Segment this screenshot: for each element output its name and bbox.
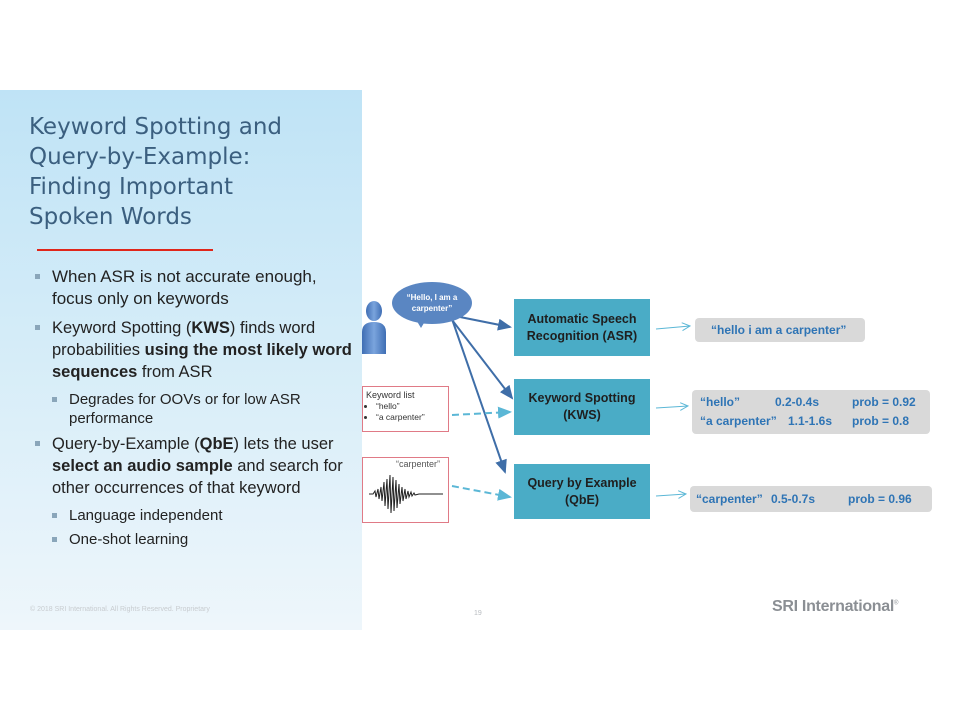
asr-output-box: “hello i am a carpenter” xyxy=(695,318,865,342)
waveform-icon xyxy=(369,474,443,514)
sri-logo: SRI International® xyxy=(772,598,898,616)
logo-text: SRI International xyxy=(772,598,895,615)
title-divider xyxy=(37,249,213,251)
bullet-emphasis: QbE xyxy=(199,435,234,453)
page-number: 19 xyxy=(474,610,482,617)
sub-bullet-language: Language independent xyxy=(52,506,353,525)
diagram-arrows xyxy=(439,312,960,501)
bullet-qbe: Query-by-Example (QbE) lets the user sel… xyxy=(35,433,353,499)
bullet-text: ) finds word probabilities xyxy=(52,319,316,359)
bullet-text: from ASR xyxy=(137,363,213,381)
asr-module-box: Automatic Speech Recognition (ASR) xyxy=(514,299,650,356)
bullet-square-icon xyxy=(52,513,57,518)
kws-output-time: 1.1-1.6s xyxy=(788,414,833,428)
kws-output-word: “a carpenter” xyxy=(700,414,777,428)
title-line: Finding Important xyxy=(29,174,234,200)
bullet-text: and search for other occurrences of that… xyxy=(52,457,343,497)
qbe-output-time: 0.5-0.7s xyxy=(771,492,816,506)
keyword-list-box: Keyword list “hello” “a carpenter” xyxy=(362,386,449,432)
copyright-footer: © 2018 SRI International. All Rights Res… xyxy=(30,606,210,613)
kws-output-prob: prob = 0.92 xyxy=(852,395,916,409)
keyword-list: “hello” “a carpenter” xyxy=(366,401,445,423)
bullet-text: ) lets the user xyxy=(233,435,334,453)
keyword-item: “a carpenter” xyxy=(376,412,445,423)
arrow-sample-to-qbe xyxy=(451,485,512,501)
keyword-list-title: Keyword list xyxy=(366,390,415,400)
bullet-emphasis: KWS xyxy=(191,319,230,337)
bullet-asr-accuracy: When ASR is not accurate enough, focus o… xyxy=(35,266,353,310)
keyword-item: “hello” xyxy=(376,401,445,412)
arrow-to-qbe xyxy=(451,318,507,474)
arrow-qbe-output xyxy=(655,494,686,496)
audio-sample-box: “carpenter” xyxy=(362,457,449,523)
bullet-emphasis: select an audio sample xyxy=(52,457,233,475)
bullet-square-icon xyxy=(52,397,57,402)
arrow-asr-output xyxy=(655,326,690,329)
left-panel: Keyword Spotting and Query-by-Example: F… xyxy=(0,90,362,630)
arrow-keywords-to-kws xyxy=(451,406,512,419)
bullet-square-icon xyxy=(35,441,40,446)
speaker-person-icon xyxy=(360,300,390,363)
bullet-square-icon xyxy=(35,274,40,279)
qbe-output-prob: prob = 0.96 xyxy=(848,492,912,506)
bullet-kws: Keyword Spotting (KWS) finds word probab… xyxy=(35,317,353,383)
bullet-text: Query-by-Example ( xyxy=(52,435,200,453)
title-line: Keyword Spotting and xyxy=(29,114,282,140)
kws-output-box: “hello” 0.2-0.4s prob = 0.92 “a carpente… xyxy=(692,390,930,434)
bullet-square-icon xyxy=(52,537,57,542)
qbe-output-word: “carpenter” xyxy=(696,492,763,506)
kws-output-time: 0.2-0.4s xyxy=(775,395,820,409)
bullet-text: Degrades for OOVs or for low ASR perform… xyxy=(69,391,301,427)
bullet-text: When ASR is not accurate enough, focus o… xyxy=(52,267,317,308)
bullet-emphasis: using the most likely word sequences xyxy=(52,341,352,381)
slide: Keyword Spotting and Query-by-Example: F… xyxy=(0,90,960,630)
arrow-kws-output xyxy=(655,406,688,408)
speech-bubble: “Hello, I am a carpenter” xyxy=(392,282,472,324)
title-line: Query-by-Example: xyxy=(29,144,251,170)
registered-mark: ® xyxy=(894,600,899,607)
kws-output-prob: prob = 0.8 xyxy=(852,414,910,428)
kws-module-box: Keyword Spotting (KWS) xyxy=(514,379,650,435)
asr-output-text: “hello i am a carpenter” xyxy=(711,323,847,337)
sub-bullet-oov: Degrades for OOVs or for low ASR perform… xyxy=(52,390,353,428)
arrow-to-kws xyxy=(448,315,514,400)
bullet-square-icon xyxy=(35,325,40,330)
bullet-text: Language independent xyxy=(69,507,223,524)
bullet-text: Keyword Spotting ( xyxy=(52,319,192,337)
bullet-text: One-shot learning xyxy=(69,531,189,548)
title-line: Spoken Words xyxy=(29,204,192,230)
kws-output-word: “hello” xyxy=(700,395,741,409)
qbe-module-box: Query by Example (QbE) xyxy=(514,464,650,519)
qbe-output-box: “carpenter” 0.5-0.7s prob = 0.96 xyxy=(690,486,932,512)
speech-bubble-tail xyxy=(415,318,427,328)
bullet-list: When ASR is not accurate enough, focus o… xyxy=(35,266,353,554)
audio-sample-label: “carpenter” xyxy=(396,459,441,469)
sub-bullet-oneshot: One-shot learning xyxy=(52,530,353,549)
slide-title: Keyword Spotting and Query-by-Example: F… xyxy=(29,112,349,232)
